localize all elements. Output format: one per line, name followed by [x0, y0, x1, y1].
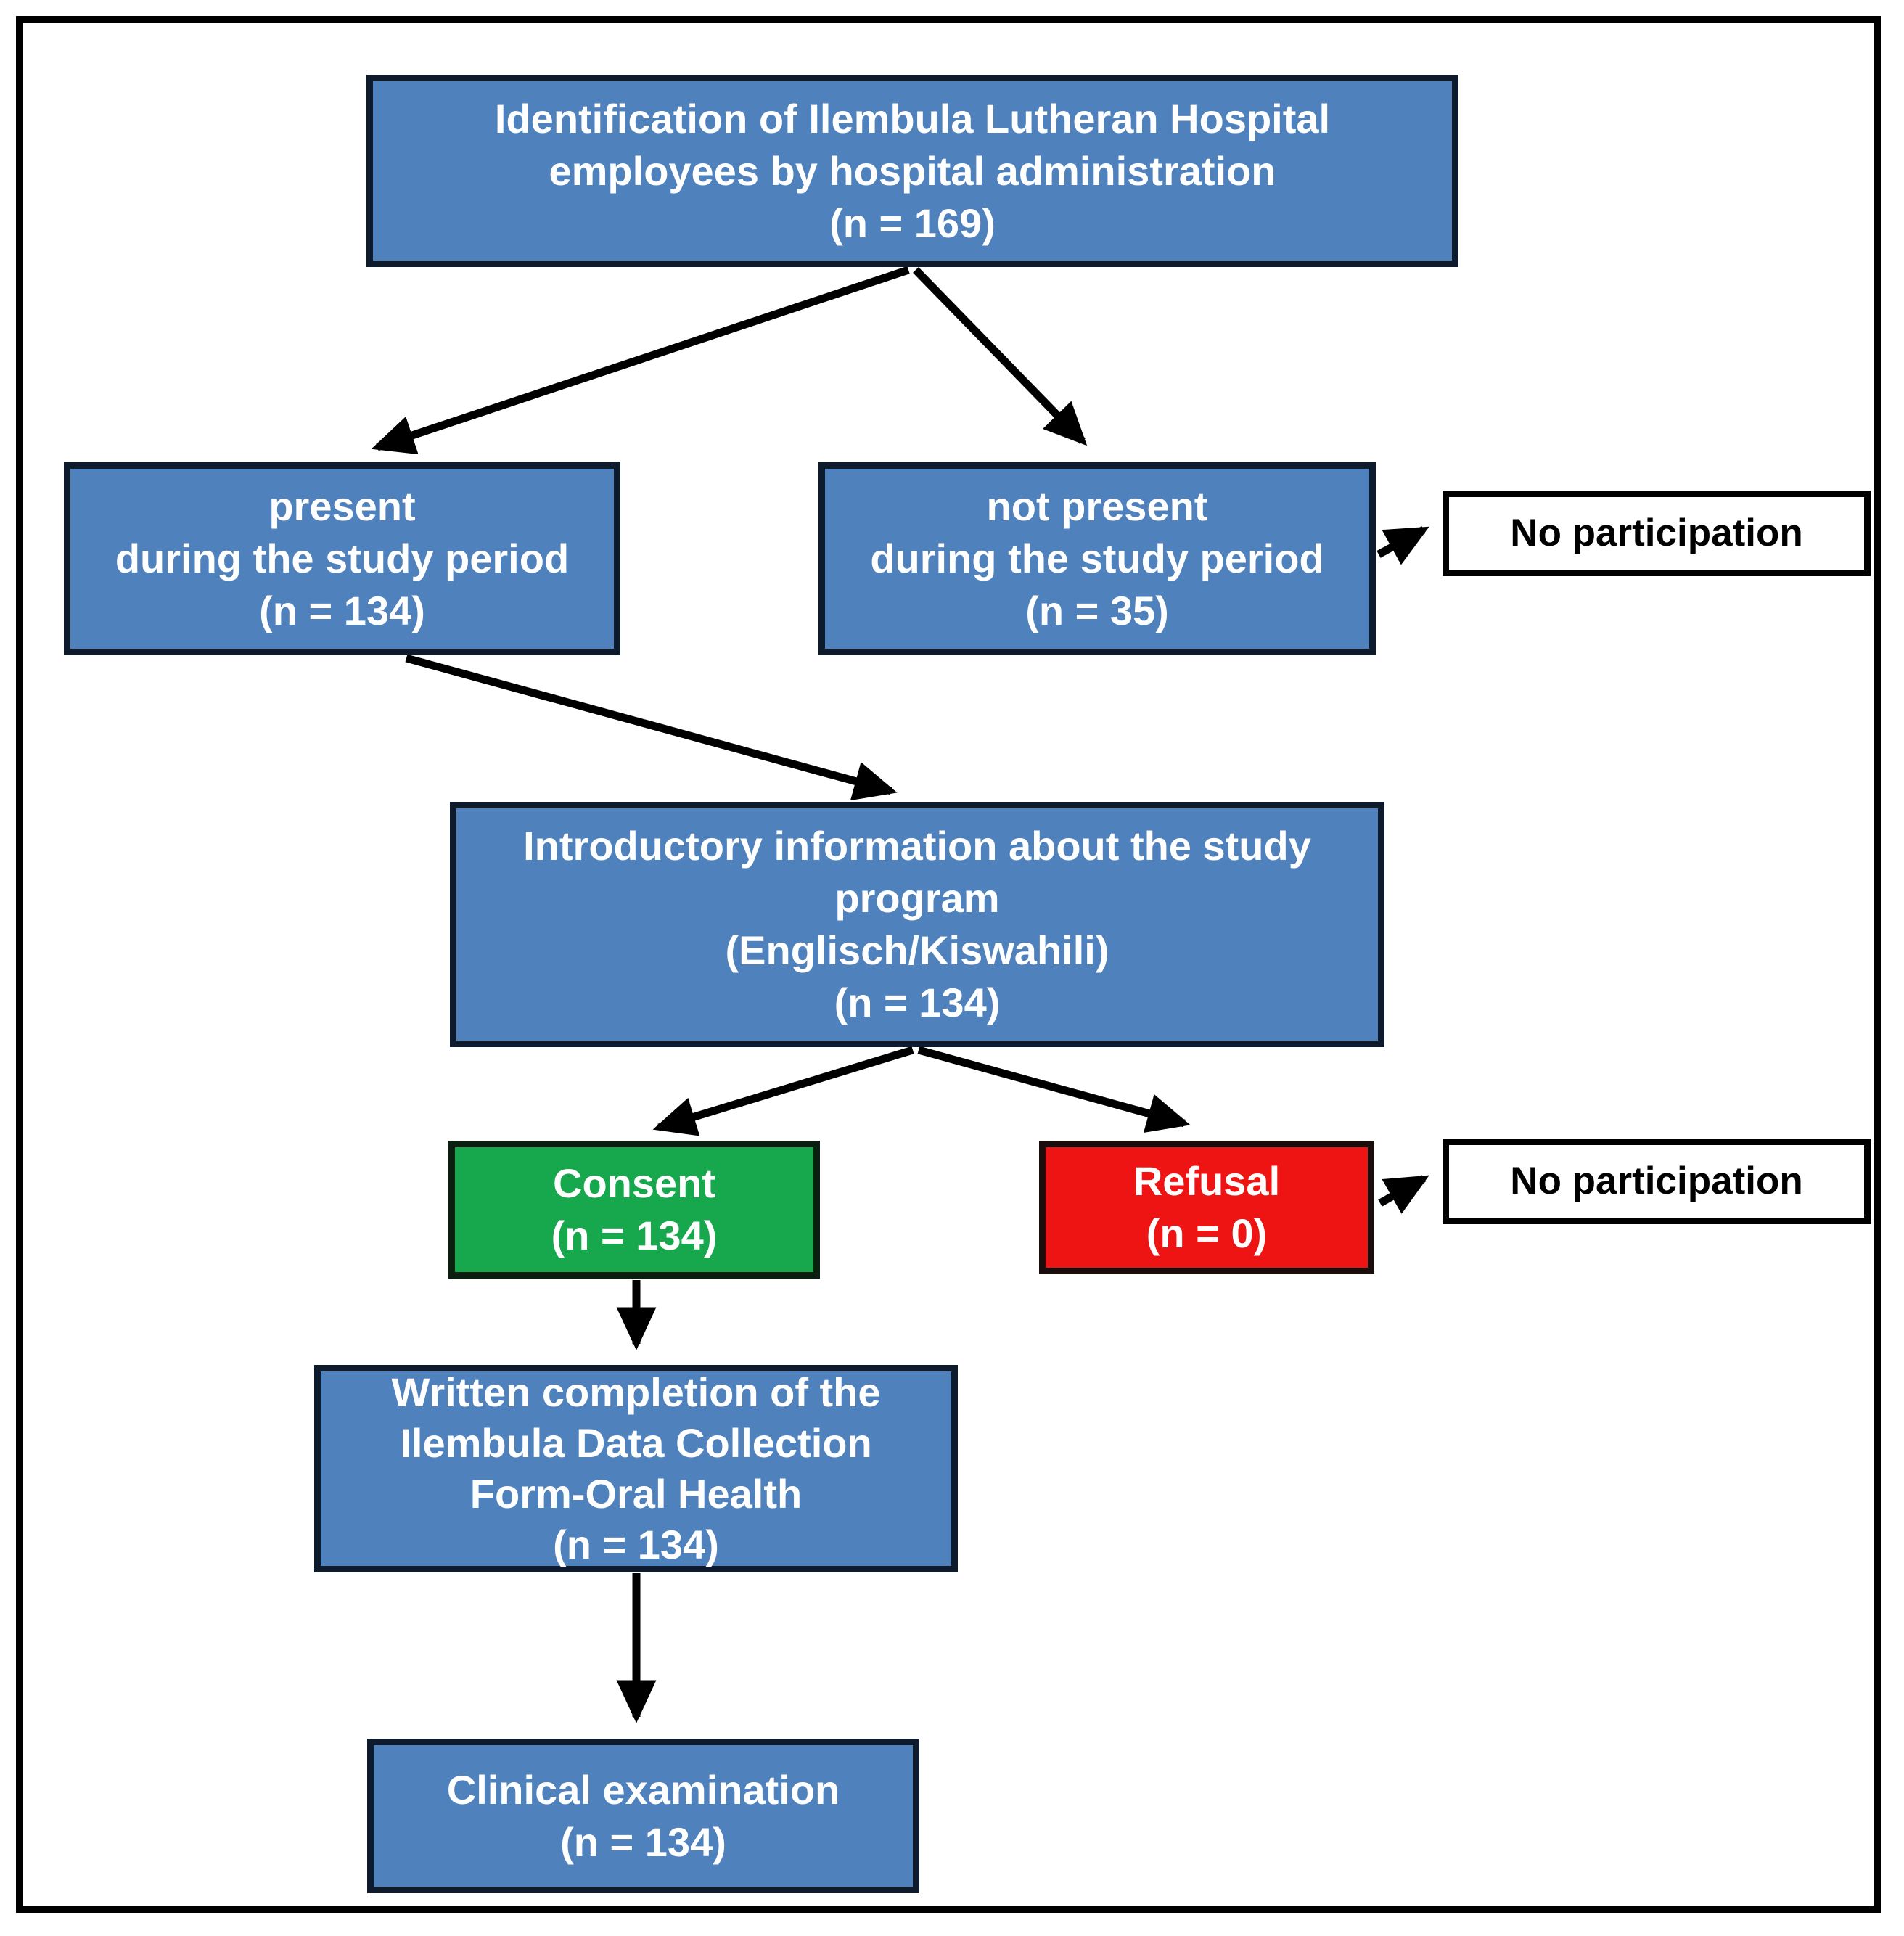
node-introductory: Introductory information about the study… [450, 802, 1384, 1047]
node-consent-count: (n = 134) [551, 1213, 718, 1258]
arrow-introductory-to-consent [652, 1046, 914, 1136]
node-refusal: Refusal (n = 0) [1039, 1141, 1374, 1274]
arrow-identification-to-not-present [913, 267, 1088, 446]
node-no-participation-1: No participation [1443, 491, 1871, 576]
arrow-present-to-introductory [405, 654, 898, 801]
node-introductory-line-2: program [834, 875, 1000, 921]
node-no-participation-2-label: No participation [1510, 1160, 1803, 1202]
node-no-participation-1-label: No participation [1510, 512, 1803, 554]
node-introductory-line-1: Introductory information about the study [523, 823, 1311, 869]
node-introductory-count: (n = 134) [834, 980, 1001, 1025]
node-clinical-examination-count: (n = 134) [560, 1818, 726, 1865]
node-not-present-line-1: not present [986, 483, 1208, 529]
node-identification-line-2: employees by hospital administration [549, 147, 1276, 194]
node-present-line-2: during the study period [115, 536, 570, 581]
node-written-completion-line-3: Form-Oral Health [469, 1471, 803, 1517]
node-written-completion-line-2: Ilembula Data Collection [400, 1420, 872, 1466]
arrow-refusal-to-no-participation [1378, 1175, 1429, 1214]
node-written-completion-line-1: Written completion of the [391, 1369, 881, 1415]
node-consent: Consent (n = 134) [448, 1141, 820, 1279]
node-written-completion-count: (n = 134) [553, 1522, 719, 1567]
node-written-completion: Written completion of the Ilembula Data … [314, 1365, 958, 1572]
node-identification-count: (n = 169) [829, 200, 996, 246]
node-consent-label: Consent [553, 1160, 715, 1206]
arrow-not-present-to-no-participation [1376, 526, 1429, 565]
arrow-introductory-to-refusal [917, 1046, 1191, 1133]
node-not-present-count: (n = 35) [1025, 588, 1169, 633]
node-present-line-1: present [268, 483, 416, 529]
node-refusal-count: (n = 0) [1146, 1210, 1268, 1256]
node-not-present-line-2: during the study period [870, 536, 1324, 581]
node-clinical-examination: Clinical examination (n = 134) [367, 1739, 919, 1893]
outer-frame [16, 16, 1881, 1913]
node-introductory-line-3: (Englisch/Kiswahili) [725, 927, 1109, 973]
node-no-participation-2: No participation [1443, 1139, 1871, 1224]
node-refusal-label: Refusal [1133, 1158, 1281, 1204]
node-identification: Identification of Ilembula Lutheran Hosp… [366, 75, 1458, 267]
node-clinical-examination-label: Clinical examination [446, 1766, 840, 1813]
node-present-count: (n = 134) [259, 588, 425, 633]
node-not-present: not present during the study period (n =… [818, 462, 1376, 655]
arrow-identification-to-present [371, 266, 910, 455]
node-identification-line-1: Identification of Ilembula Lutheran Hosp… [494, 95, 1331, 141]
node-present: present during the study period (n = 134… [64, 462, 620, 655]
